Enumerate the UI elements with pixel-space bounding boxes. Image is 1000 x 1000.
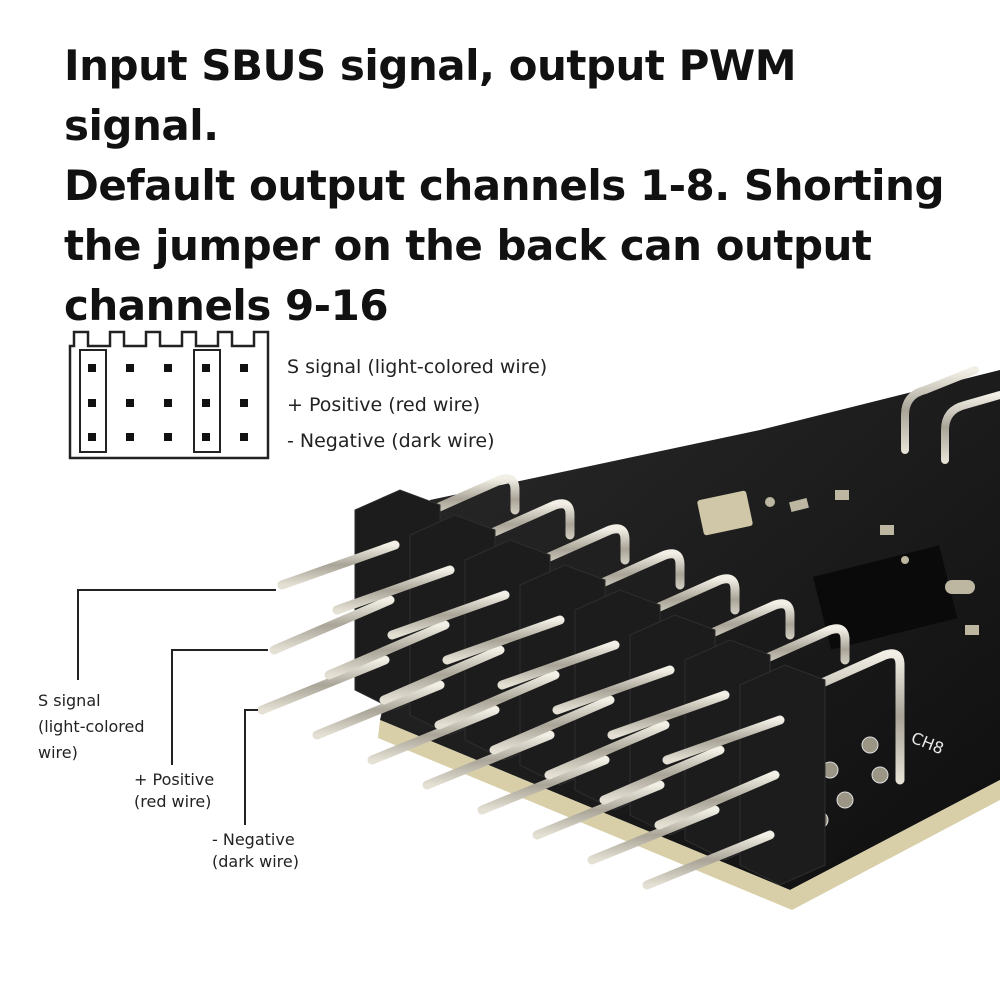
headline-line-3: the jumper on the back can output bbox=[64, 221, 872, 270]
header-outline bbox=[68, 330, 270, 460]
callout-signal: S signal (light-colored wire) bbox=[38, 688, 145, 766]
callout-positive: + Positive (red wire) bbox=[134, 769, 214, 813]
callout-negative-line-2: (dark wire) bbox=[212, 852, 299, 871]
legend-negative: - Negative (dark wire) bbox=[287, 430, 495, 452]
callout-positive-line-2: (red wire) bbox=[134, 792, 212, 811]
callout-positive-line-1: + Positive bbox=[134, 770, 215, 789]
callout-signal-line-2: (light-colored bbox=[38, 717, 145, 736]
pin-grid bbox=[88, 364, 248, 441]
callout-signal-line-3: wire) bbox=[38, 743, 78, 762]
legend-positive: + Positive (red wire) bbox=[287, 394, 481, 416]
callout-negative-line-1: - Negative bbox=[212, 830, 295, 849]
callout-leader-lines bbox=[77, 589, 276, 825]
headline-line-4: channels 9-16 bbox=[64, 281, 389, 330]
headline-line-2: Default output channels 1-8. Shorting bbox=[64, 161, 945, 210]
pin-column-highlight-right bbox=[193, 349, 221, 453]
callout-negative: - Negative (dark wire) bbox=[212, 829, 299, 873]
callout-signal-line-1: S signal bbox=[38, 691, 101, 710]
product-photo: CH8 bbox=[77, 366, 1000, 910]
pin-header-diagram bbox=[68, 330, 270, 460]
pin-header-block bbox=[257, 474, 905, 890]
legend-signal: S signal (light-colored wire) bbox=[287, 356, 548, 378]
pin-column-highlight-left bbox=[79, 349, 107, 453]
headline: Input SBUS signal, output PWM signal. De… bbox=[64, 36, 964, 336]
headline-line-1: Input SBUS signal, output PWM signal. bbox=[64, 41, 797, 150]
